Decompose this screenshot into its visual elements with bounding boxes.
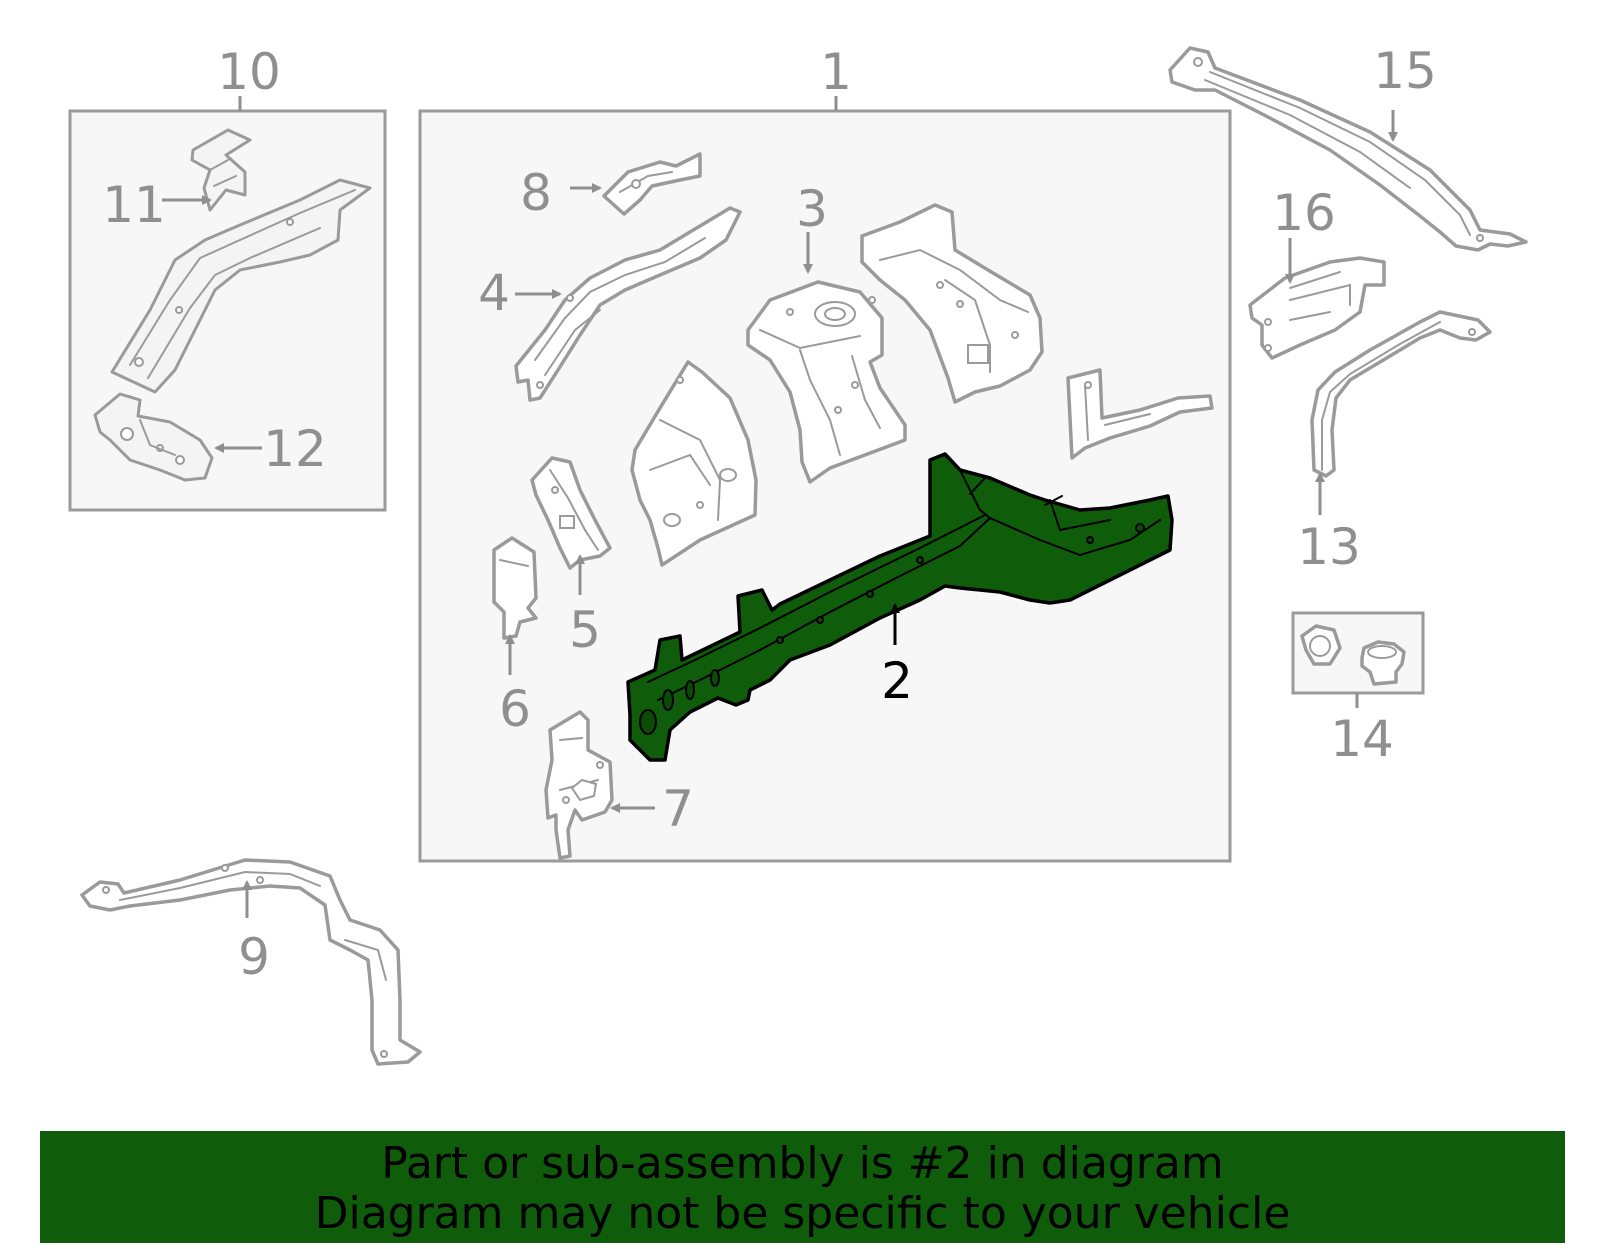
- callout-6: 6: [499, 680, 531, 738]
- callout-9: 9: [238, 928, 270, 986]
- part-10-rail[interactable]: [110, 178, 372, 394]
- part-6-bracket[interactable]: [492, 536, 538, 640]
- callout-5: 5: [569, 601, 601, 659]
- callout-12: 12: [263, 420, 327, 478]
- part-wheelhouse-panel[interactable]: [630, 360, 758, 567]
- part-14-nuts[interactable]: [1300, 624, 1406, 686]
- callout-7: 7: [662, 780, 694, 838]
- callout-11: 11: [102, 176, 166, 234]
- part-15-crossmember[interactable]: [1168, 46, 1528, 252]
- part-upper-apron-panel[interactable]: [860, 203, 1044, 404]
- callout-10: 10: [217, 43, 281, 101]
- callout-2: 2: [881, 652, 913, 710]
- part-4-apron-reinforcement[interactable]: [514, 206, 742, 402]
- leader-lines: [162, 110, 1398, 918]
- part-9-brace[interactable]: [80, 858, 422, 1066]
- callout-16: 16: [1272, 184, 1336, 242]
- callout-13: 13: [1297, 518, 1361, 576]
- part-13-brace[interactable]: [1310, 310, 1492, 478]
- callout-14: 14: [1330, 710, 1394, 768]
- banner-line-2: Diagram may not be specific to your vehi…: [314, 1188, 1291, 1239]
- part-5-bracket[interactable]: [530, 456, 612, 570]
- callout-1: 1: [820, 43, 852, 101]
- part-8-bracket[interactable]: [602, 152, 702, 216]
- part-side-bracket[interactable]: [1066, 368, 1214, 460]
- callout-8: 8: [520, 164, 552, 222]
- callout-4: 4: [478, 264, 510, 322]
- banner-line-1: Part or sub-assembly is #2 in diagram: [381, 1138, 1224, 1189]
- part-12-bracket[interactable]: [93, 392, 214, 482]
- part-3-strut-tower[interactable]: [746, 280, 907, 484]
- callout-labels: 10 1 15 11 16 8 3 4 12 13 5 2 6 14 7 9: [102, 42, 1437, 986]
- part-16-bracket[interactable]: [1248, 256, 1386, 360]
- part-11-bracket[interactable]: [190, 128, 252, 212]
- callout-15: 15: [1373, 42, 1437, 100]
- part-2-rail-highlighted[interactable]: [626, 452, 1174, 762]
- info-banner: Part or sub-assembly is #2 in diagram Di…: [40, 1131, 1565, 1243]
- part-7-bracket[interactable]: [544, 710, 614, 860]
- callout-3: 3: [796, 180, 828, 238]
